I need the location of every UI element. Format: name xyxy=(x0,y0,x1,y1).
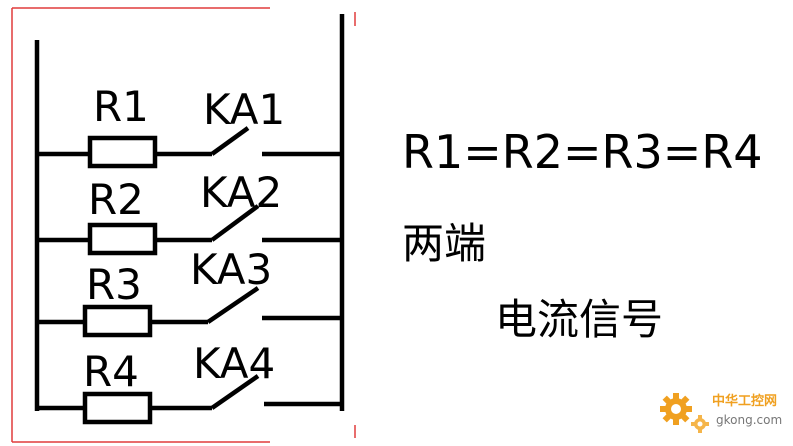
watermark-logo: 中华工控网 gkong.com xyxy=(660,393,782,433)
label-ka1: KA1 xyxy=(203,85,285,134)
switch-ka3 xyxy=(206,286,260,324)
resistor-r4 xyxy=(82,391,153,425)
branch-2 xyxy=(37,204,342,256)
label-r4: R4 xyxy=(83,347,139,396)
branch-3 xyxy=(37,286,342,338)
resistor-r3 xyxy=(82,304,153,338)
branch-1 xyxy=(37,126,342,169)
diagram-frame xyxy=(11,7,356,443)
branch-4 xyxy=(37,374,342,425)
gear-icon xyxy=(660,393,692,425)
watermark-title: 中华工控网 xyxy=(712,393,777,409)
annotation-line1: 两端 xyxy=(402,219,486,268)
resistor-r2 xyxy=(87,222,158,256)
label-ka2: KA2 xyxy=(200,168,282,217)
switch-ka1 xyxy=(210,126,250,156)
label-ka3: KA3 xyxy=(190,245,272,294)
equation-text: R1=R2=R3=R4 xyxy=(402,125,763,179)
resistor-r1 xyxy=(87,135,158,169)
label-r2: R2 xyxy=(88,175,144,224)
annotation-line2: 电流信号 xyxy=(495,295,663,344)
switch-ka4 xyxy=(210,374,260,410)
label-r1: R1 xyxy=(93,82,149,131)
watermark-site: gkong.com xyxy=(716,413,782,427)
label-ka4: KA4 xyxy=(193,339,275,388)
gear-icon-small xyxy=(691,415,709,433)
switch-ka2 xyxy=(210,204,260,242)
label-r3: R3 xyxy=(86,260,142,309)
